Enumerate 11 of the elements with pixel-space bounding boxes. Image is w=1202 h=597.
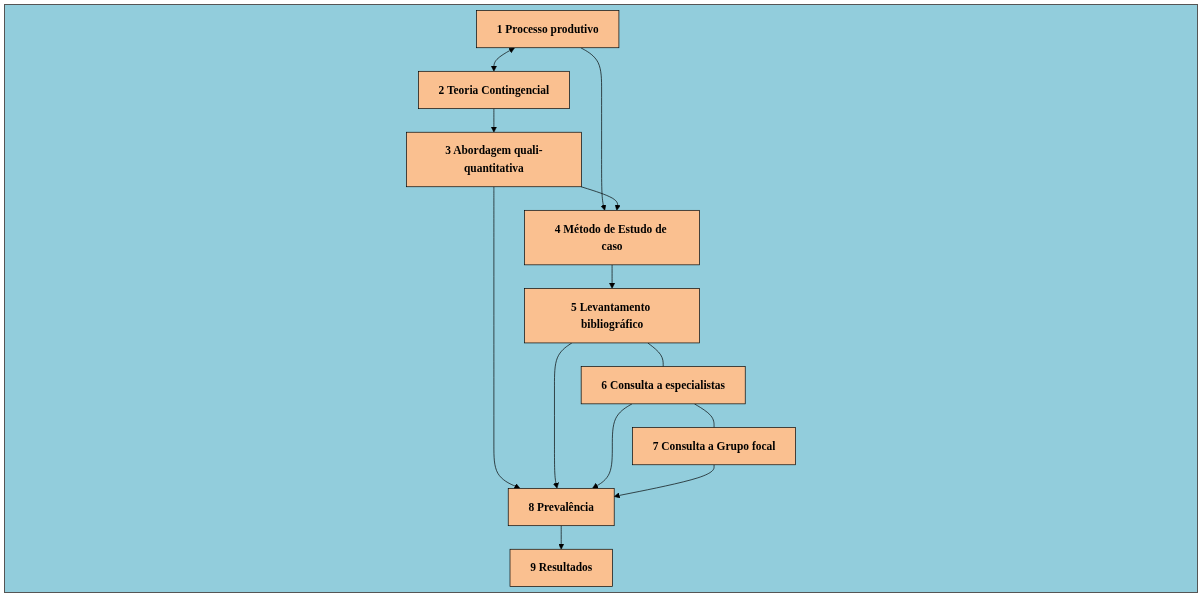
node-box: 7 Consulta a Grupo focal [632, 427, 796, 466]
node-box: 9 Resultados [509, 548, 613, 587]
node-box: 2 Teoria Contingencial [418, 70, 570, 109]
node-box: 6 Consulta a especialistas [580, 366, 746, 405]
node-box: 8 Prevalência [507, 488, 615, 527]
connector [647, 342, 664, 367]
node-box: 5 Levantamento bibliográfico [524, 288, 700, 344]
node-box: 1 Processo produtivo [476, 10, 620, 49]
connector [694, 403, 715, 428]
node-box: 3 Abordagem quali-quantitativa [406, 131, 582, 188]
node-box: 4 Método de Estudo de caso [524, 210, 700, 266]
